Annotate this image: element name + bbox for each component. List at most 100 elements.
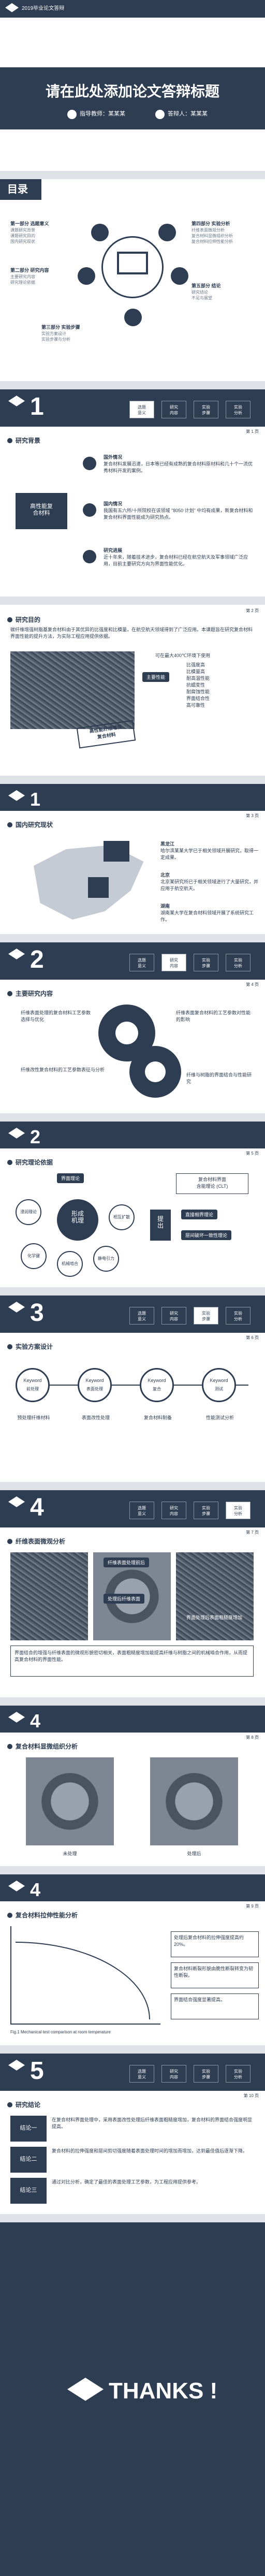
tab-topic[interactable]: 选题 意义	[129, 1307, 154, 1325]
section-number: 4	[30, 1710, 41, 1731]
map-region-north	[104, 841, 129, 862]
page-number: 第 2 页	[246, 608, 259, 613]
tab-content[interactable]: 研究 内容	[161, 401, 186, 418]
section4b-slide: 4 第 8 页 复合材料显微组织分析 未处理 处理后	[0, 1706, 265, 1866]
sub-title: 复合材料显微组织分析	[7, 1742, 78, 1751]
conclusion-tag	[10, 2116, 47, 2142]
tab-content[interactable]: 研究 内容	[161, 1307, 186, 1325]
tab-content[interactable]: 研究 内容	[161, 954, 186, 971]
center-label-box	[16, 493, 67, 529]
section2-slide: 2 选题 意义 研究 内容 实验 步骤 实验 分析 第 4 页 主要研究内容 纤…	[0, 942, 265, 1113]
toc-center-circle	[101, 236, 164, 298]
item-title: 研究进展	[104, 548, 123, 553]
point: 耐腐蚀性能	[186, 689, 210, 694]
step-desc: 性能测试分析	[205, 1415, 234, 1420]
cap-icon	[8, 1128, 25, 1139]
step-desc: 复合材料制备	[143, 1415, 172, 1420]
step-circle[interactable]	[16, 1368, 50, 1402]
tab-steps[interactable]: 实验 步骤	[194, 2065, 218, 2083]
tab-content[interactable]: 研究 内容	[161, 2065, 186, 2083]
tab-steps[interactable]: 实验 步骤	[194, 1307, 218, 1325]
toc-node-5	[124, 309, 142, 326]
gear-icon	[129, 1046, 181, 1098]
section4c-slide: 4 第 9 页 复合材料拉伸性能分析 Fig.1 Mechanical test…	[0, 1874, 265, 2045]
cap-icon	[8, 1302, 25, 1313]
section1b-slide: 第 2 页 研究目的 碳纤维增强树脂基复合材料由于其优异的比强度和比模量，在航空…	[0, 605, 265, 776]
node-label: 浸润理论	[20, 1210, 37, 1214]
cover-slide: 2019毕业论文答辩 请在此处添加论文答辩标题 指导教师：某某某 答辩人：某某某	[0, 0, 265, 171]
tab-steps[interactable]: 实验 步骤	[194, 401, 218, 418]
advisor-label: 指导教师：某某某	[80, 111, 125, 117]
propose-box	[150, 1210, 171, 1241]
section1-slide: 1 选题 意义 研究 内容 实验 步骤 实验 分析 第 1 页 研究背景 高性能…	[0, 389, 265, 596]
step-label: Keyword	[148, 1378, 166, 1383]
toc-part-5[interactable]: 第五部分 结论 研究结论 不足与展望	[192, 283, 259, 301]
tab-topic[interactable]: 选题 意义	[129, 1502, 154, 1519]
item-title: 湖南	[160, 904, 170, 909]
tab-content[interactable]: 研究 内容	[161, 1502, 186, 1519]
toc-part-item: 研究结论	[192, 290, 208, 295]
sub-title: 国内研究现状	[7, 820, 53, 829]
right-item: 层间破坏一致性理论	[181, 1230, 232, 1240]
section-number: 5	[30, 2057, 44, 2085]
fiber-image-3	[176, 1552, 254, 1640]
step-label: Keyword	[23, 1378, 42, 1383]
step-circle[interactable]	[78, 1368, 112, 1402]
tab-topic[interactable]: 选题 意义	[129, 2065, 154, 2083]
tab-analysis[interactable]: 实验 分析	[226, 2065, 251, 2083]
chart-area	[10, 1926, 160, 2025]
region-item-3: 湖南 湖南某大学在复合材料领域开展了系统研究工作。	[160, 903, 259, 923]
toc-part-3[interactable]: 第三部分 实验步骤 实验方案设计 实验步骤与分析	[41, 324, 114, 342]
item-title: 国外情况	[104, 455, 123, 460]
toc-part-title: 第四部分 实验分析	[192, 221, 230, 226]
caption-2: 处理后纤维表面	[104, 1594, 145, 1604]
tab-topic[interactable]: 选题 意义	[129, 954, 154, 971]
thanks-text: THANKS !	[109, 2378, 218, 2404]
text-box	[10, 1646, 254, 1677]
step-circle[interactable]	[202, 1368, 236, 1402]
theory-node	[57, 1251, 83, 1277]
step-sub: 前处理	[26, 1387, 39, 1391]
toc-part-item: 主要研究内容	[10, 274, 35, 279]
toc-part-4[interactable]: 第四部分 实验分析 纤维表面微观分析 复合材料显微组织分析 复合材料拉伸性能分析	[192, 221, 259, 244]
conclusion-text: 通过对比分析，确定了最佳的表面处理工艺参数，为工程应用提供参考。	[52, 2179, 201, 2185]
theory-node	[109, 1204, 135, 1230]
sub-title: 研究理论依据	[7, 1158, 53, 1167]
note: 界面处理后表面粗糙度增加	[186, 1615, 243, 1620]
step-label: Keyword	[210, 1378, 228, 1383]
micro-image-1	[26, 1757, 114, 1845]
item-text: 北京某研究所已于相关领域进行了大量研究，并应用于航空航天。	[160, 879, 259, 891]
toc-part-item: 研究理论依据	[10, 280, 35, 285]
toc-part-1[interactable]: 第一部分 选题意义 课题研究背景 课题研究目的 国内研究现状	[10, 221, 83, 244]
map-region-central	[88, 877, 109, 898]
tab-analysis[interactable]: 实验 分析	[226, 954, 251, 971]
tab-topic[interactable]: 选题 意义	[129, 401, 154, 418]
page-number: 第 9 页	[246, 1904, 259, 1909]
toc-part-item: 不足与展望	[192, 296, 212, 300]
section-header: 3 选题 意义 研究 内容 实验 步骤 实验 分析	[0, 1296, 265, 1333]
section-number: 4	[30, 1879, 41, 1900]
point-text: 界面结合强度显著提高。	[174, 1997, 226, 2002]
step-desc: 预处理纤维材料	[17, 1415, 50, 1420]
tab-analysis[interactable]: 实验 分析	[226, 1502, 251, 1519]
tab-analysis[interactable]: 实验 分析	[226, 1307, 251, 1325]
section-number: 2	[30, 946, 44, 973]
tab-analysis[interactable]: 实验 分析	[226, 401, 251, 418]
content-label-1: 纤维表面处理的复合材料工艺参数选择与优化	[21, 1010, 91, 1022]
node-label: 化学键	[27, 1254, 40, 1258]
point: 比模量高	[186, 669, 205, 674]
sub-title: 研究结论	[7, 2100, 40, 2109]
end-slide: THANKS !	[0, 2222, 265, 2576]
tab-steps[interactable]: 实验 步骤	[194, 1502, 218, 1519]
tab-steps[interactable]: 实验 步骤	[194, 954, 218, 971]
node-label: 相互扩散	[113, 1215, 130, 1219]
point: 界面结合性	[186, 696, 210, 701]
cap-icon	[8, 2060, 25, 2071]
points-list: 比强度高 比模量高 耐高温性能 抗蠕变性 耐腐蚀性能 界面结合性 高可靠性	[186, 662, 259, 709]
toc-part-item: 纤维表面微观分析	[192, 228, 225, 232]
toc-node-4	[171, 267, 188, 285]
toc-node-1	[91, 224, 109, 241]
toc-part-2[interactable]: 第二部分 研究内容 主要研究内容 研究理论依据	[10, 267, 72, 285]
step-circle[interactable]	[140, 1368, 174, 1402]
